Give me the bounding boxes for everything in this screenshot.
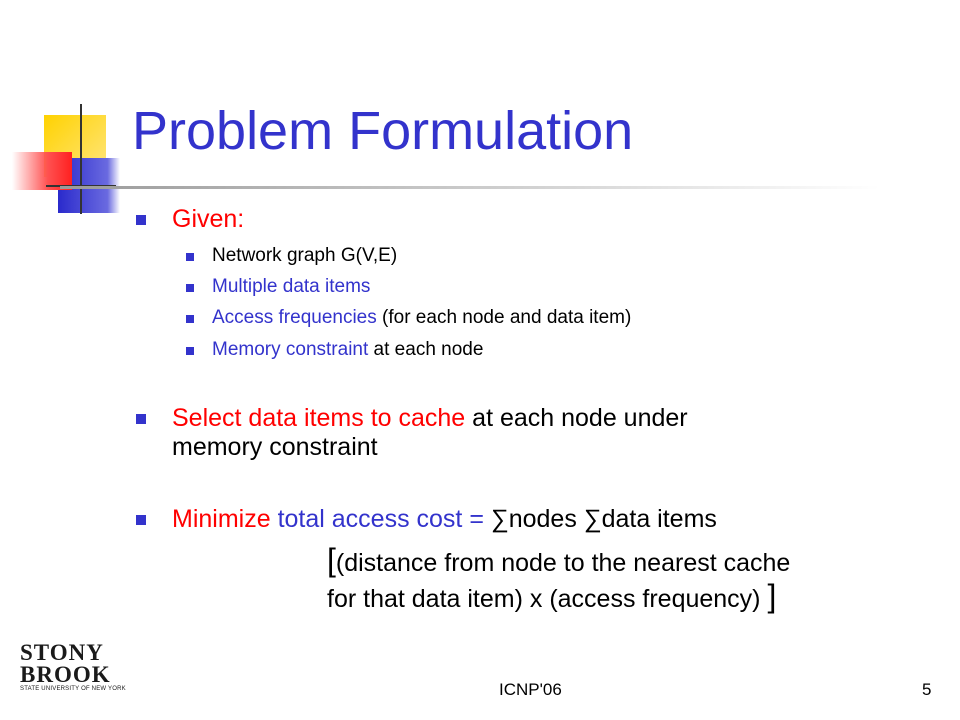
- page-number: 5: [922, 680, 932, 699]
- formula-frequency-text: for that data item) x (access frequency): [327, 585, 761, 613]
- select-rest: at each node under: [465, 404, 688, 432]
- equals-sign: =: [462, 505, 491, 533]
- footer-conference: ICNP'06: [499, 680, 562, 699]
- sub-bullet-memory-constraint: Memory constraint at each node: [212, 339, 483, 361]
- multiple-data-items-text: Multiple data items: [212, 276, 371, 297]
- select-rest-line2: memory constraint: [172, 433, 378, 461]
- sub-bullet-multiple-data-items: Multiple data items: [212, 276, 370, 298]
- decor-red-bar: [12, 152, 72, 190]
- memory-constraint-detail: at each node: [368, 339, 484, 360]
- minimize-formula-line2: [(distance from node to the nearest cach…: [327, 544, 791, 577]
- total-access-cost-label: total access cost: [270, 505, 463, 533]
- formula-distance-text: (distance from node to the nearest cache: [335, 549, 791, 577]
- slide-title: Problem Formulation: [132, 101, 634, 161]
- bullet-select-line2: memory constraint: [172, 433, 378, 461]
- stony-brook-logo: STONY BROOK STATE UNIVERSITY OF NEW YORK: [20, 640, 130, 698]
- sum-nodes: ∑nodes: [490, 505, 577, 533]
- minimize-formula-line3: for that data item) x (access frequency)…: [327, 580, 776, 613]
- bullet-given-marker: [136, 215, 146, 225]
- logo-line2: BROOK: [20, 662, 111, 687]
- bullet-select: Select data items to cache at each node …: [172, 404, 688, 432]
- title-underline: [60, 186, 880, 189]
- logo-line1: STONY: [20, 640, 104, 665]
- close-bracket: ]: [767, 578, 777, 614]
- memory-constraint-text: Memory constraint: [212, 339, 369, 360]
- sub-bullet-access-frequencies: Access frequencies (for each node and da…: [212, 307, 631, 329]
- sub-bullet-marker: [186, 347, 194, 355]
- bullet-minimize: Minimize total access cost = ∑nodes ∑dat…: [172, 505, 717, 533]
- sub-bullet-marker: [186, 253, 194, 261]
- sum-data-items: ∑data items: [576, 505, 717, 533]
- access-frequencies-text: Access frequencies: [212, 307, 377, 328]
- sub-bullet-marker: [186, 315, 194, 323]
- given-label: Given:: [172, 205, 245, 233]
- network-graph-text: Network graph G(V,E): [212, 245, 398, 266]
- sub-bullet-marker: [186, 284, 194, 292]
- bullet-select-marker: [136, 414, 146, 424]
- bullet-minimize-marker: [136, 515, 146, 525]
- sub-bullet-network-graph: Network graph G(V,E): [212, 245, 397, 267]
- minimize-label: Minimize: [172, 505, 271, 533]
- select-highlight: Select data items to cache: [172, 404, 466, 432]
- open-bracket: [: [327, 542, 336, 578]
- logo-subtitle: STATE UNIVERSITY OF NEW YORK: [20, 686, 126, 692]
- decor-vertical-line: [80, 104, 82, 214]
- bullet-given: Given:: [172, 205, 244, 233]
- access-frequencies-detail: (for each node and data item): [376, 307, 632, 328]
